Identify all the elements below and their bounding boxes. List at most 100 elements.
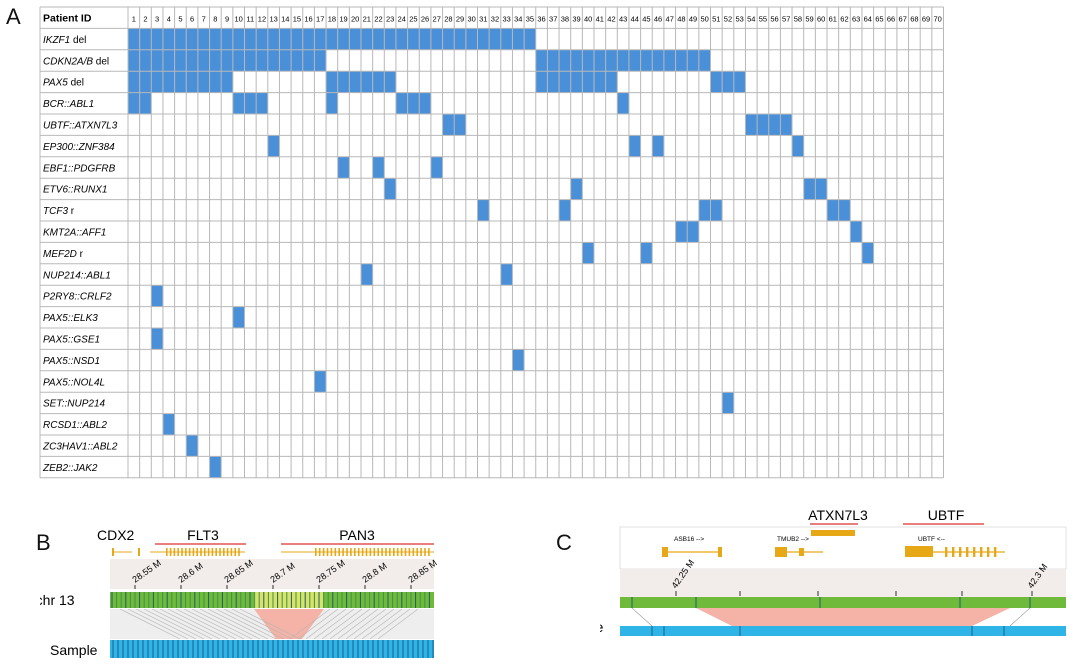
patient-id-label: 15 <box>293 15 301 24</box>
mutation-cell <box>582 242 594 264</box>
exon-mark <box>138 548 140 556</box>
row-label: CDKN2A/B del <box>43 56 109 67</box>
mutation-cell <box>326 92 338 114</box>
mutation-cell <box>139 49 152 72</box>
patient-id-label: 63 <box>852 15 860 24</box>
exon-mark <box>215 548 217 556</box>
exon-mark <box>350 548 352 556</box>
patient-id-label: 24 <box>398 15 406 24</box>
patient-id-label: 23 <box>386 15 394 24</box>
exon-mark <box>987 547 990 557</box>
exon-mark <box>377 548 379 556</box>
mutation-cell <box>652 135 664 157</box>
row-label: MEF2D r <box>43 249 84 260</box>
exon-mark <box>315 548 317 556</box>
exon-mark <box>185 548 187 556</box>
mutation-cell <box>209 49 222 72</box>
exon-mark <box>428 548 430 556</box>
patient-id-label: 56 <box>770 15 778 24</box>
mutation-cell <box>640 242 653 264</box>
mutation-cell <box>594 49 606 72</box>
mutation-cell <box>465 28 478 50</box>
link-line <box>361 608 403 640</box>
mutation-cell <box>291 49 303 72</box>
mutation-cell <box>151 285 163 307</box>
patient-id-label: 67 <box>899 15 907 24</box>
panel-b-letter: B <box>36 530 51 555</box>
mutation-cell <box>279 28 292 50</box>
exon-mark <box>207 548 210 556</box>
mutation-cell <box>780 114 793 136</box>
exon-mark <box>338 548 340 556</box>
mutation-cell <box>850 221 862 243</box>
exon-mark <box>166 548 168 556</box>
mutation-cell <box>489 28 501 50</box>
patient-id-label: 50 <box>701 15 709 24</box>
mutation-cell <box>757 114 769 136</box>
mutation-cell <box>733 71 746 93</box>
mutation-cell <box>197 49 210 72</box>
mutation-cell <box>326 71 338 93</box>
mutation-cell <box>372 156 385 179</box>
mutation-cell <box>698 199 711 221</box>
exon-mark <box>775 547 787 557</box>
link-line <box>151 608 213 640</box>
exon-mark <box>188 548 191 556</box>
patient-id-label: 55 <box>759 15 767 24</box>
patient-id-label: 22 <box>374 15 382 24</box>
mutation-cell <box>337 71 350 93</box>
ref-chr-label: Ref chr 13 <box>40 592 75 608</box>
mutation-cell <box>710 199 723 221</box>
patient-id-label: 25 <box>409 15 417 24</box>
mutation-cell <box>197 71 210 93</box>
row-label: P2RY8::CRLF2 <box>43 292 112 303</box>
mutation-cell <box>384 28 396 50</box>
mutation-cell <box>395 92 408 114</box>
patient-id-label: 6 <box>190 15 194 24</box>
mutation-cell <box>361 263 373 286</box>
row-label: TCF3 r <box>43 206 75 217</box>
mutation-cell <box>314 28 327 50</box>
exon-mark <box>234 548 236 556</box>
link-line <box>329 608 371 640</box>
mutation-cell <box>267 49 280 72</box>
mutation-cell <box>512 349 525 371</box>
link-line <box>345 608 387 640</box>
mutation-cell <box>477 199 490 221</box>
row-label: EP300::ZNF384 <box>43 142 115 153</box>
link-line <box>313 608 355 640</box>
patient-id-label: 19 <box>339 15 347 24</box>
exon-mark <box>718 547 722 557</box>
mutation-cell <box>221 49 233 72</box>
mutation-cell <box>710 71 723 93</box>
patient-id-label: 27 <box>433 15 441 24</box>
row-label: EBF1::PDGFRB <box>43 163 116 174</box>
exon-mark <box>980 547 983 557</box>
patient-id-label: 2 <box>143 15 147 24</box>
exon-mark <box>169 548 172 556</box>
mutation-cell <box>430 28 443 50</box>
exon-mark <box>330 548 333 556</box>
exon-mark <box>424 548 426 556</box>
ruler-background <box>110 559 434 589</box>
exon-mark <box>385 548 387 556</box>
exon-mark <box>396 548 399 556</box>
row-label: UBTF::ATXN7L3 <box>43 121 118 132</box>
patient-id-label: 53 <box>735 15 743 24</box>
link-line <box>175 608 237 640</box>
link-line <box>127 608 189 640</box>
exon-mark <box>365 548 368 556</box>
patient-id-label: 20 <box>351 15 359 24</box>
exon-mark <box>404 548 407 556</box>
patient-id-label: 47 <box>666 15 674 24</box>
mutation-cell <box>139 92 152 114</box>
mutation-cell <box>698 49 711 72</box>
mutation-cell <box>582 71 594 93</box>
exon-mark <box>945 547 948 557</box>
exon-mark <box>342 548 344 556</box>
exon-mark <box>177 548 179 556</box>
mutation-cell <box>442 114 455 136</box>
mutation-cell <box>139 71 152 93</box>
mutation-cell <box>535 71 548 93</box>
patient-id-label: 29 <box>456 15 464 24</box>
